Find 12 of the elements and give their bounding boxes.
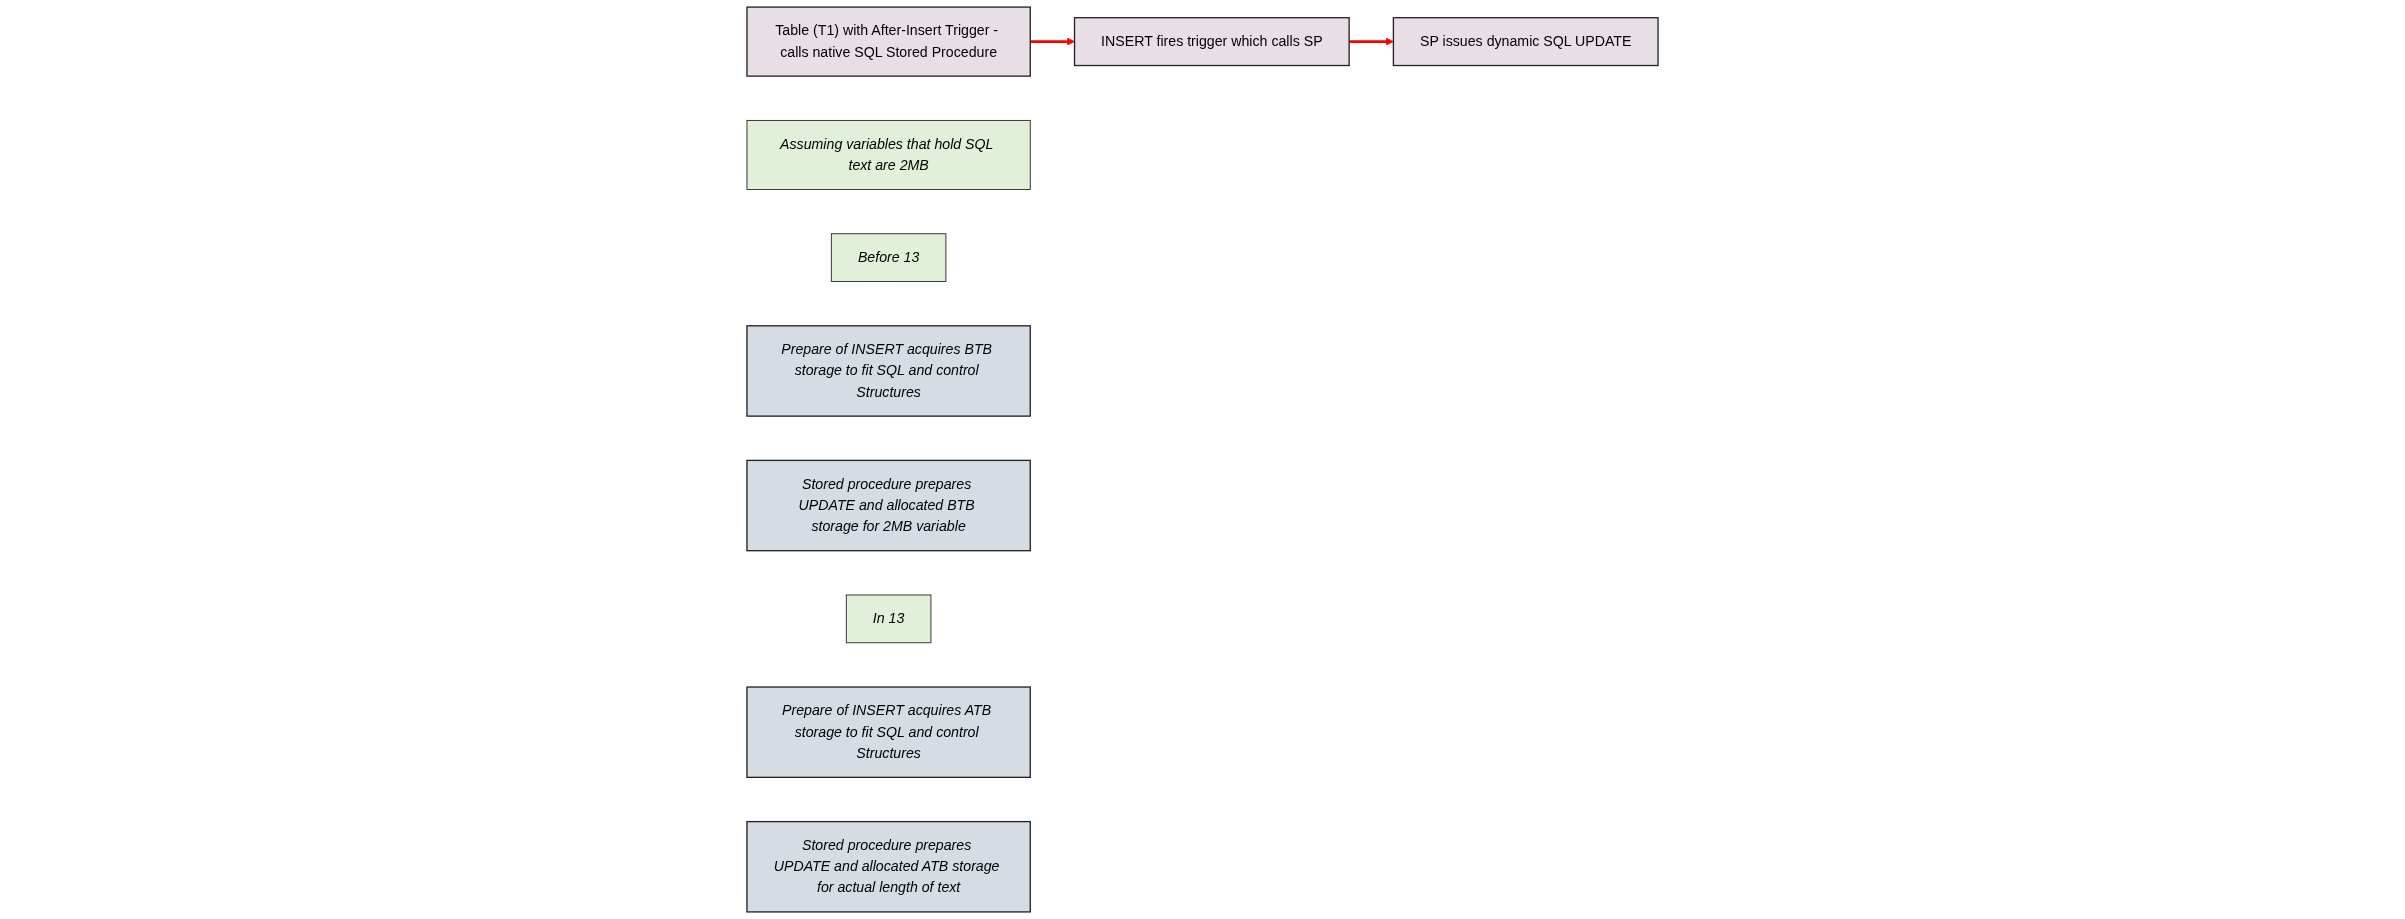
arrow: [1349, 37, 1394, 46]
node-box: Assuming variables that hold SQL text are 2MB: [746, 119, 1031, 190]
node-box: Table (T1) with After-Insert Trigger - calls native SQL Stored Procedure: [746, 6, 1031, 77]
node-box: Prepare of INSERT acquires ATB storage to fit SQL and control Structures: [746, 686, 1031, 778]
node-box: SP issues dynamic SQL UPDATE: [1392, 17, 1659, 67]
arrow: [1030, 37, 1075, 46]
node-box: In 13: [845, 594, 932, 644]
node-box: Stored procedure prepares UPDATE and allocated BTB storage for 2MB variable: [746, 459, 1031, 552]
node-box: Before 13: [830, 233, 947, 282]
node-box: INSERT fires trigger which calls SP: [1073, 17, 1350, 67]
node-box: Stored procedure prepares UPDATE and allocated ATB storage for actual length of text: [746, 820, 1031, 913]
node-box: Prepare of INSERT acquires BTB storage to fit SQL and control Structures: [746, 325, 1031, 417]
